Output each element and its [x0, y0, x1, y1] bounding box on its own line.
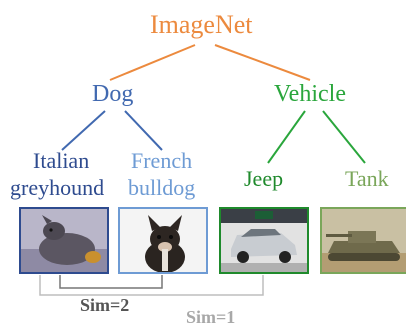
- sim2-label: Sim=2: [80, 295, 130, 315]
- branch-label-vehicle: Vehicle: [274, 81, 346, 107]
- jeep-photo: [219, 207, 309, 274]
- edge-dog-bulldog: [124, 110, 163, 151]
- tank-photo: [320, 207, 406, 274]
- edge-vehicle-jeep: [267, 110, 306, 164]
- leaf-label-french-bulldog-line1: French: [131, 148, 193, 173]
- french-bulldog-photo: [118, 207, 208, 274]
- italian-greyhound-photo: [19, 207, 109, 274]
- leaf-label-jeep: Jeep: [244, 166, 284, 191]
- branch-label-dog: Dog: [92, 81, 134, 107]
- sim1-bracket: [39, 275, 264, 296]
- leaf-label-french-bulldog-line2: bulldog: [128, 175, 196, 200]
- root-label-imagenet: ImageNet: [150, 10, 253, 39]
- edge-vehicle-tank: [322, 110, 366, 164]
- leaf-label-italian-greyhound-line2: greyhound: [10, 175, 105, 200]
- edge-imagenet-vehicle: [214, 44, 311, 81]
- leaf-label-italian-greyhound-line1: Italian: [33, 148, 90, 173]
- edge-imagenet-dog: [109, 44, 196, 81]
- sim2-bracket: [59, 275, 163, 289]
- sim1-label: Sim=1: [186, 307, 236, 327]
- edge-dog-greyhound: [61, 110, 106, 151]
- leaf-label-tank: Tank: [345, 166, 389, 191]
